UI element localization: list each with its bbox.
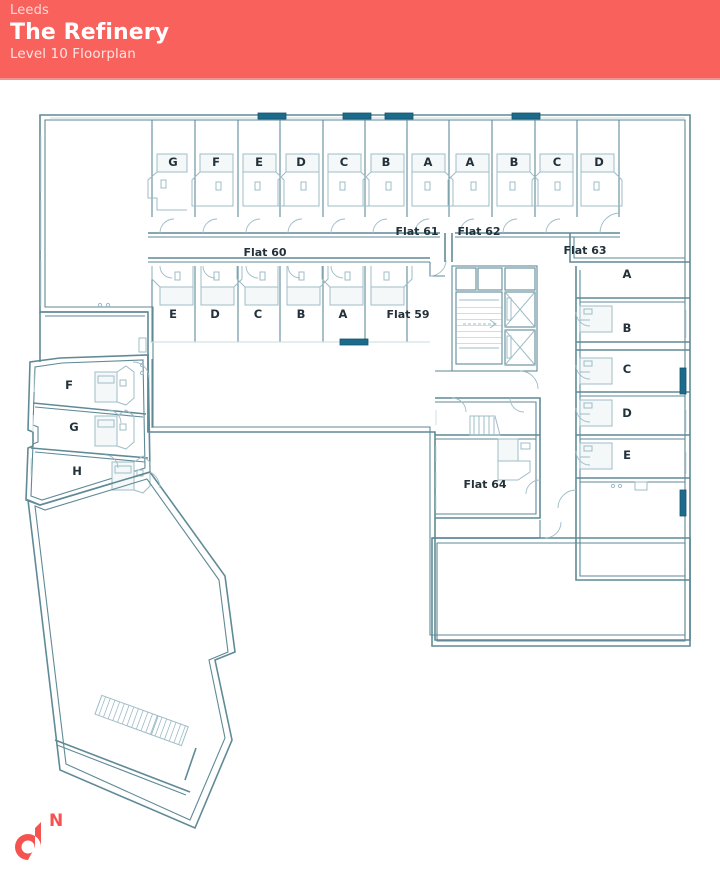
room-label: B bbox=[382, 155, 391, 169]
lift-shaft bbox=[504, 291, 536, 328]
service-core bbox=[435, 265, 539, 390]
compass-north-label: N bbox=[49, 811, 63, 831]
header-level: Level 10 Floorplan bbox=[10, 46, 136, 62]
flat-label-59: Flat 59 bbox=[386, 308, 429, 321]
flat-label-62: Flat 62 bbox=[457, 225, 500, 238]
window-marker bbox=[257, 112, 287, 120]
flat-label-61: Flat 61 bbox=[395, 225, 438, 238]
left-wing bbox=[25, 354, 151, 506]
room-label: A bbox=[623, 267, 632, 281]
bottom-right-room bbox=[431, 520, 691, 647]
room-label: B bbox=[297, 307, 306, 321]
window-marker bbox=[679, 489, 687, 517]
room-label: E bbox=[623, 448, 631, 462]
room-label: F bbox=[212, 155, 220, 169]
window-marker bbox=[339, 338, 369, 346]
window-marker bbox=[384, 112, 414, 120]
compass-pin-icon bbox=[15, 822, 41, 860]
flat-label-64: Flat 64 bbox=[463, 478, 506, 491]
top-row-doors bbox=[159, 212, 621, 234]
window-band-right bbox=[679, 310, 687, 517]
top-room-row bbox=[50, 112, 685, 238]
window-band-top bbox=[50, 112, 685, 120]
room-label: E bbox=[255, 155, 263, 169]
utility-pod bbox=[497, 438, 531, 481]
floorplan-svg: .w { fill:none; stroke:#5f8a96; stroke-w… bbox=[25, 112, 691, 830]
room-label: A bbox=[424, 155, 433, 169]
stair-core bbox=[94, 694, 189, 747]
room-label: D bbox=[622, 406, 632, 420]
room-label: A bbox=[466, 155, 475, 169]
left-wing-fixtures bbox=[94, 365, 151, 494]
left-connector bbox=[39, 135, 153, 432]
room-label: E bbox=[169, 307, 177, 321]
room-label: C bbox=[254, 307, 262, 321]
room-label: C bbox=[340, 155, 348, 169]
room-label: C bbox=[553, 155, 561, 169]
service-markers bbox=[610, 481, 648, 491]
room-label: C bbox=[623, 362, 631, 376]
room-labels: G F E D C B A A B C D E D C B A A B C D … bbox=[65, 155, 632, 478]
header-building: The Refinery bbox=[10, 20, 170, 45]
room-label: B bbox=[623, 321, 632, 335]
window-band-left-wing bbox=[30, 374, 35, 476]
lower-left-block bbox=[27, 471, 236, 830]
room-label: A bbox=[339, 307, 348, 321]
window-band-mid bbox=[339, 338, 369, 346]
room-label: G bbox=[69, 420, 78, 434]
mid-row-fixtures bbox=[151, 266, 413, 306]
room-label: D bbox=[210, 307, 220, 321]
mid-row-doors bbox=[159, 265, 344, 279]
right-column-doors bbox=[557, 311, 591, 509]
right-room-column bbox=[557, 266, 690, 581]
mid-room-row bbox=[150, 265, 430, 346]
window-marker bbox=[511, 112, 541, 120]
room-label: F bbox=[65, 378, 73, 392]
flat-label-60: Flat 60 bbox=[243, 246, 286, 259]
stair-core bbox=[455, 291, 503, 365]
flat-64-block bbox=[435, 397, 541, 519]
service-markers bbox=[97, 302, 147, 376]
room-label: D bbox=[296, 155, 306, 169]
room-label: H bbox=[72, 464, 82, 478]
page-header: Leeds The Refinery Level 10 Floorplan bbox=[0, 0, 720, 78]
north-compass: N bbox=[15, 811, 63, 860]
floorplan-canvas: .w { fill:none; stroke:#5f8a96; stroke-w… bbox=[0, 80, 720, 886]
room-label: D bbox=[594, 155, 604, 169]
window-marker bbox=[679, 367, 687, 395]
room-label: G bbox=[168, 155, 177, 169]
flat-labels: Flat 59 Flat 60 Flat 61 Flat 62 Flat 63 … bbox=[243, 225, 606, 491]
top-row-fixtures bbox=[147, 153, 623, 211]
stair-core bbox=[469, 415, 501, 436]
flat-label-63: Flat 63 bbox=[563, 244, 606, 257]
header-divider bbox=[0, 78, 720, 80]
window-marker bbox=[342, 112, 372, 120]
room-label: B bbox=[510, 155, 519, 169]
main-corridor bbox=[148, 233, 690, 277]
lift-shaft bbox=[504, 329, 536, 366]
header-city: Leeds bbox=[10, 3, 50, 18]
right-column-fixtures bbox=[579, 305, 613, 470]
